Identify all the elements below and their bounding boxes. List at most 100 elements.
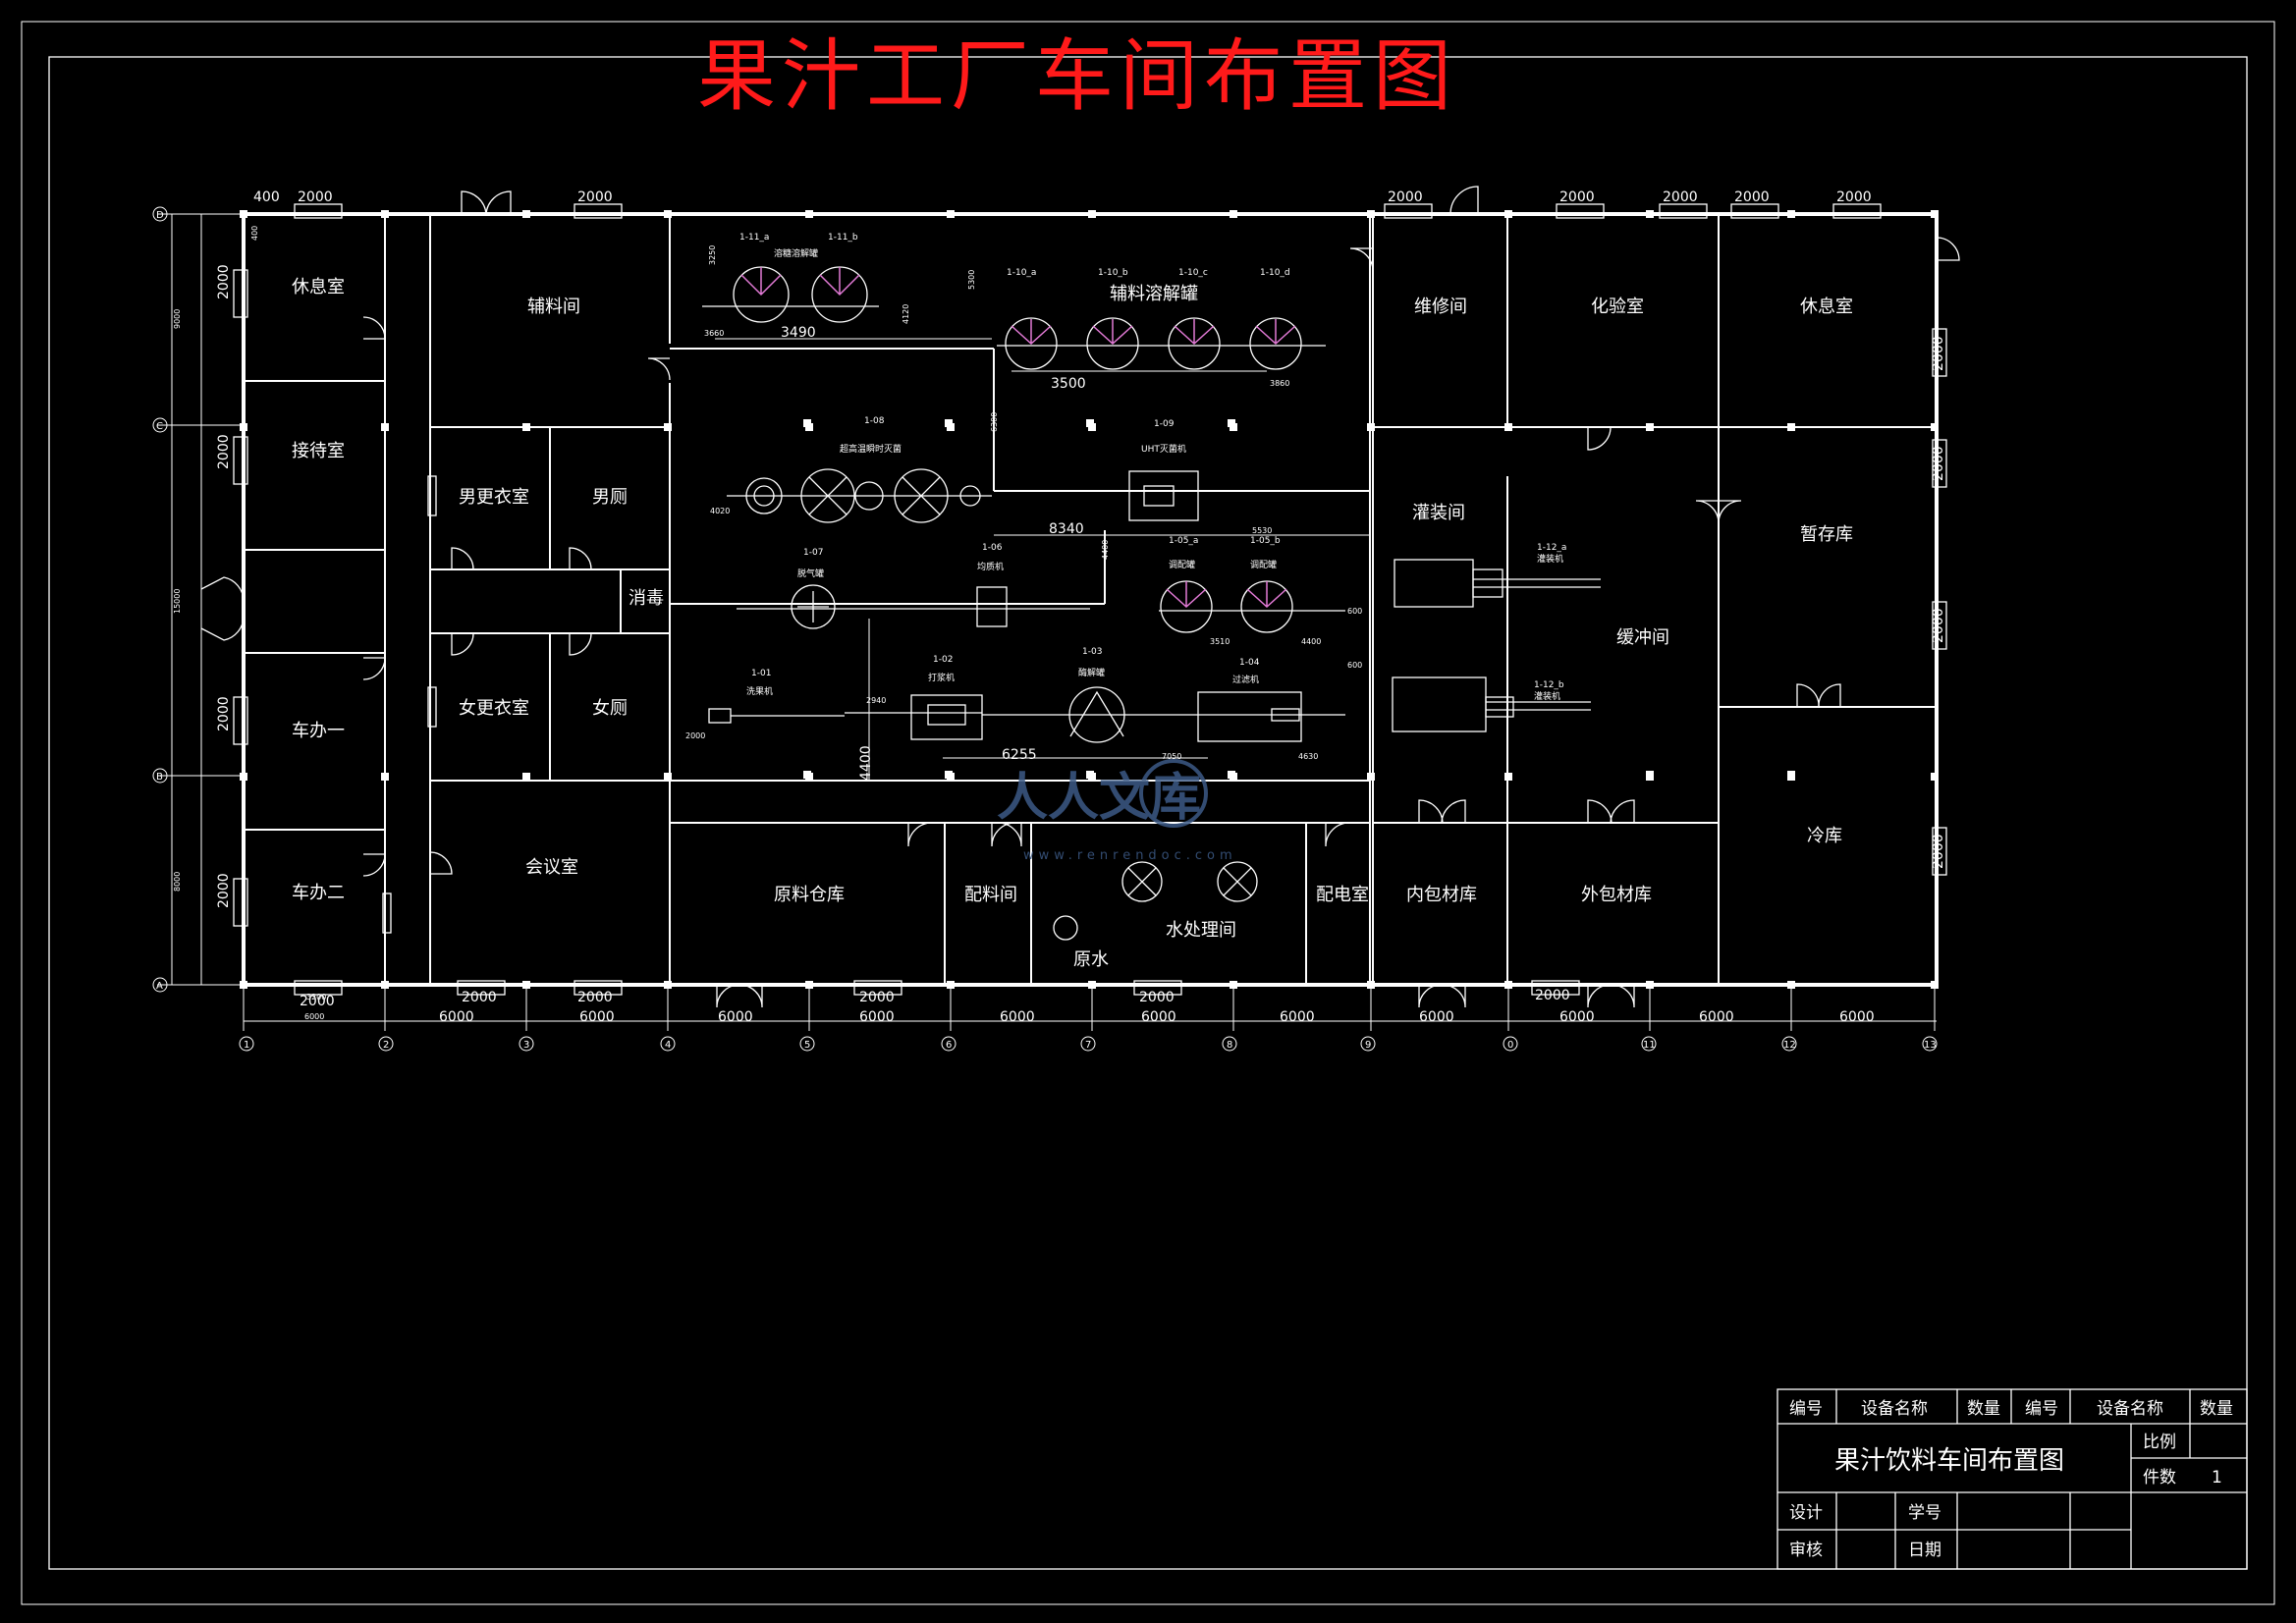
svg-text:2000: 2000 (298, 189, 333, 205)
svg-text:3510: 3510 (1210, 637, 1230, 646)
svg-text:6000: 6000 (859, 1009, 895, 1025)
svg-text:2000: 2000 (462, 990, 497, 1005)
svg-text:2000: 2000 (1734, 189, 1770, 205)
svg-text:0: 0 (1507, 1040, 1513, 1051)
svg-text:6000: 6000 (1000, 1009, 1035, 1025)
svg-text:1-05_b: 1-05_b (1250, 536, 1281, 546)
svg-text:6000: 6000 (1280, 1009, 1315, 1025)
svg-text:2000: 2000 (216, 696, 232, 731)
svg-text:2000: 2000 (1559, 189, 1595, 205)
svg-text:4400: 4400 (1301, 637, 1321, 646)
svg-text:3860: 3860 (1270, 379, 1289, 388)
svg-text:1-12_a: 1-12_a (1537, 543, 1566, 553)
svg-text:2000: 2000 (216, 873, 232, 908)
svg-text:6000: 6000 (1839, 1009, 1875, 1025)
room-cold-storage: 冷库 (1807, 826, 1842, 846)
svg-text:600: 600 (1347, 607, 1362, 616)
room-office1: 车办一 (292, 721, 345, 741)
svg-text:调配罐: 调配罐 (1250, 559, 1277, 570)
svg-text:1-08: 1-08 (864, 416, 885, 426)
svg-text:打浆机: 打浆机 (928, 672, 955, 683)
svg-text:日期: 日期 (1908, 1541, 1941, 1560)
svg-text:15000: 15000 (173, 589, 182, 614)
svg-text:1-11_b: 1-11_b (828, 233, 858, 243)
svg-text:学号: 学号 (1908, 1503, 1941, 1523)
svg-text:A: A (156, 981, 163, 992)
dimension-texts: 400 2000 2000 2000 2000 2000 2000 2000 3… (173, 189, 1946, 1025)
svg-text:过滤机: 过滤机 (1232, 674, 1259, 685)
svg-text:件数: 件数 (2143, 1468, 2176, 1488)
svg-text:6000: 6000 (579, 1009, 615, 1025)
svg-text:4: 4 (665, 1040, 671, 1051)
svg-text:C: C (156, 421, 163, 432)
room-rest-right: 休息室 (1800, 297, 1853, 317)
room-raw-water: 原水 (1073, 949, 1109, 970)
svg-text:比例: 比例 (2143, 1433, 2176, 1452)
svg-text:www.renrendoc.com: www.renrendoc.com (1023, 848, 1237, 863)
room-men-wc: 男厕 (592, 487, 628, 508)
watermark: 人人文库 www.renrendoc.com (997, 759, 1237, 863)
room-inner-pack: 内包材库 (1406, 885, 1477, 905)
svg-text:B: B (156, 772, 163, 783)
svg-text:1-10_b: 1-10_b (1098, 268, 1128, 278)
page-title: 果汁工厂车间布置图 (697, 30, 1457, 122)
svg-text:溶糖溶解罐: 溶糖溶解罐 (774, 247, 818, 259)
svg-text:6300: 6300 (990, 412, 999, 432)
room-disinfect: 消毒 (629, 588, 664, 609)
room-buffer: 缓冲间 (1616, 627, 1669, 648)
svg-text:1-09: 1-09 (1154, 419, 1175, 429)
drawing-name: 果汁饮料车间布置图 (1834, 1446, 2064, 1476)
svg-text:6000: 6000 (1559, 1009, 1595, 1025)
room-lab: 化验室 (1591, 297, 1644, 317)
svg-text:400: 400 (253, 189, 280, 205)
svg-text:2000: 2000 (1931, 834, 1946, 869)
svg-text:6000: 6000 (1419, 1009, 1454, 1025)
svg-text:400: 400 (250, 226, 259, 241)
room-power: 配电室 (1316, 885, 1369, 905)
svg-text:3: 3 (523, 1040, 529, 1051)
room-women-wc: 女厕 (592, 698, 628, 719)
svg-text:1-11_a: 1-11_a (739, 233, 769, 243)
svg-text:灌装机: 灌装机 (1534, 690, 1560, 702)
svg-text:酶解罐: 酶解罐 (1078, 667, 1105, 678)
svg-text:6000: 6000 (718, 1009, 753, 1025)
svg-text:3250: 3250 (708, 245, 717, 265)
room-office2: 车办二 (292, 883, 345, 903)
svg-text:9000: 9000 (173, 309, 182, 329)
svg-text:1: 1 (2212, 1468, 2222, 1488)
building-walls (242, 212, 1939, 987)
doors (200, 186, 1960, 1008)
svg-text:2000: 2000 (1836, 189, 1872, 205)
svg-text:1-06: 1-06 (982, 543, 1003, 553)
svg-text:7: 7 (1085, 1040, 1091, 1051)
svg-text:3660: 3660 (704, 329, 724, 338)
room-outer-pack: 外包材库 (1581, 885, 1652, 905)
outer-frame (21, 21, 2275, 1605)
room-aux-storage: 辅料间 (527, 297, 580, 317)
svg-text:12: 12 (1783, 1040, 1796, 1051)
svg-text:2000: 2000 (859, 990, 895, 1005)
svg-text:脱气罐: 脱气罐 (797, 568, 824, 579)
svg-text:4400: 4400 (858, 745, 874, 781)
svg-text:4400: 4400 (1101, 540, 1110, 560)
svg-text:2000: 2000 (1535, 988, 1570, 1003)
svg-text:5300: 5300 (967, 270, 976, 290)
room-temp-storage: 暂存库 (1800, 524, 1853, 545)
room-repair: 维修间 (1414, 297, 1467, 317)
dimension-lines (157, 213, 1937, 1031)
room-water-treatment: 水处理间 (1166, 920, 1236, 941)
svg-text:6000: 6000 (439, 1009, 474, 1025)
svg-text:2000: 2000 (1663, 189, 1698, 205)
svg-text:7050: 7050 (1162, 752, 1181, 761)
svg-text:2000: 2000 (1931, 608, 1946, 643)
axis-bubbles (152, 206, 1938, 1052)
svg-text:2000: 2000 (300, 994, 335, 1009)
equipment-drawings (702, 266, 1795, 941)
svg-text:4630: 4630 (1298, 752, 1318, 761)
svg-text:11: 11 (1643, 1040, 1656, 1051)
svg-text:6255: 6255 (1002, 747, 1037, 763)
svg-text:超高温瞬时灭菌: 超高温瞬时灭菌 (840, 443, 902, 455)
inner-frame (48, 56, 2248, 1570)
svg-text:6000: 6000 (1141, 1009, 1176, 1025)
